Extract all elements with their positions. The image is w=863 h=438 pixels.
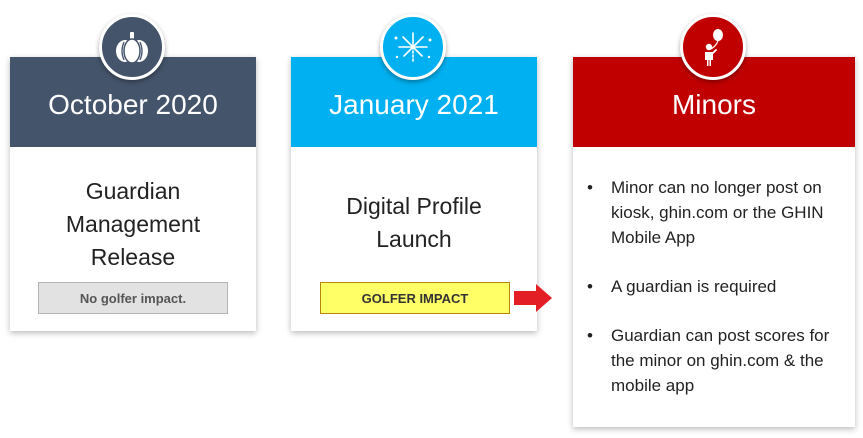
list-item-text: Minor can no longer post on kiosk, ghin.… bbox=[611, 178, 824, 247]
badge-minors bbox=[680, 14, 746, 80]
card-title-line: Digital Profile bbox=[346, 193, 482, 219]
card-title-line: Release bbox=[90, 244, 176, 270]
card-title-line: Management bbox=[65, 211, 201, 237]
bullet-glyph: • bbox=[587, 326, 593, 345]
card-header-title: January 2021 bbox=[329, 89, 499, 120]
bullet-glyph: • bbox=[587, 277, 593, 296]
card-header: January 2021 bbox=[291, 57, 537, 147]
list-item: • Guardian can post scores for the minor… bbox=[587, 323, 857, 398]
impact-tag: GOLFER IMPACT bbox=[320, 282, 510, 314]
list-item-text: Guardian can post scores for the minor o… bbox=[611, 326, 830, 395]
card-title-line: Guardian bbox=[85, 178, 181, 204]
card-title: Guardian Management Release bbox=[10, 175, 256, 274]
list-item-text: A guardian is required bbox=[611, 277, 777, 296]
list-item: • Minor can no longer post on kiosk, ghi… bbox=[587, 175, 857, 250]
badge-january bbox=[380, 14, 446, 80]
card-header-title: October 2020 bbox=[48, 89, 218, 120]
pumpkin-icon bbox=[116, 32, 148, 64]
impact-tag-label: GOLFER IMPACT bbox=[361, 290, 469, 306]
impact-tag-label: No golfer impact. bbox=[79, 290, 187, 306]
card-minors: Minors • Minor can no longer post on kio… bbox=[573, 57, 855, 427]
bullet-glyph: • bbox=[587, 178, 593, 197]
list-item: • A guardian is required bbox=[587, 274, 857, 299]
card-october-2020: October 2020 Guardian Management Release… bbox=[10, 57, 256, 331]
card-title-line: Launch bbox=[376, 226, 452, 252]
badge-october bbox=[99, 14, 165, 80]
bullet-list: • Minor can no longer post on kiosk, ghi… bbox=[587, 175, 857, 422]
impact-tag: No golfer impact. bbox=[38, 282, 228, 314]
right-arrow-icon bbox=[514, 284, 552, 312]
fireworks-icon bbox=[394, 32, 432, 62]
card-title: Digital Profile Launch bbox=[291, 190, 537, 256]
card-january-2021: January 2021 Digital Profile Launch GOLF… bbox=[291, 57, 537, 331]
child-with-balloon-icon bbox=[705, 29, 723, 66]
card-header-title: Minors bbox=[671, 89, 756, 120]
